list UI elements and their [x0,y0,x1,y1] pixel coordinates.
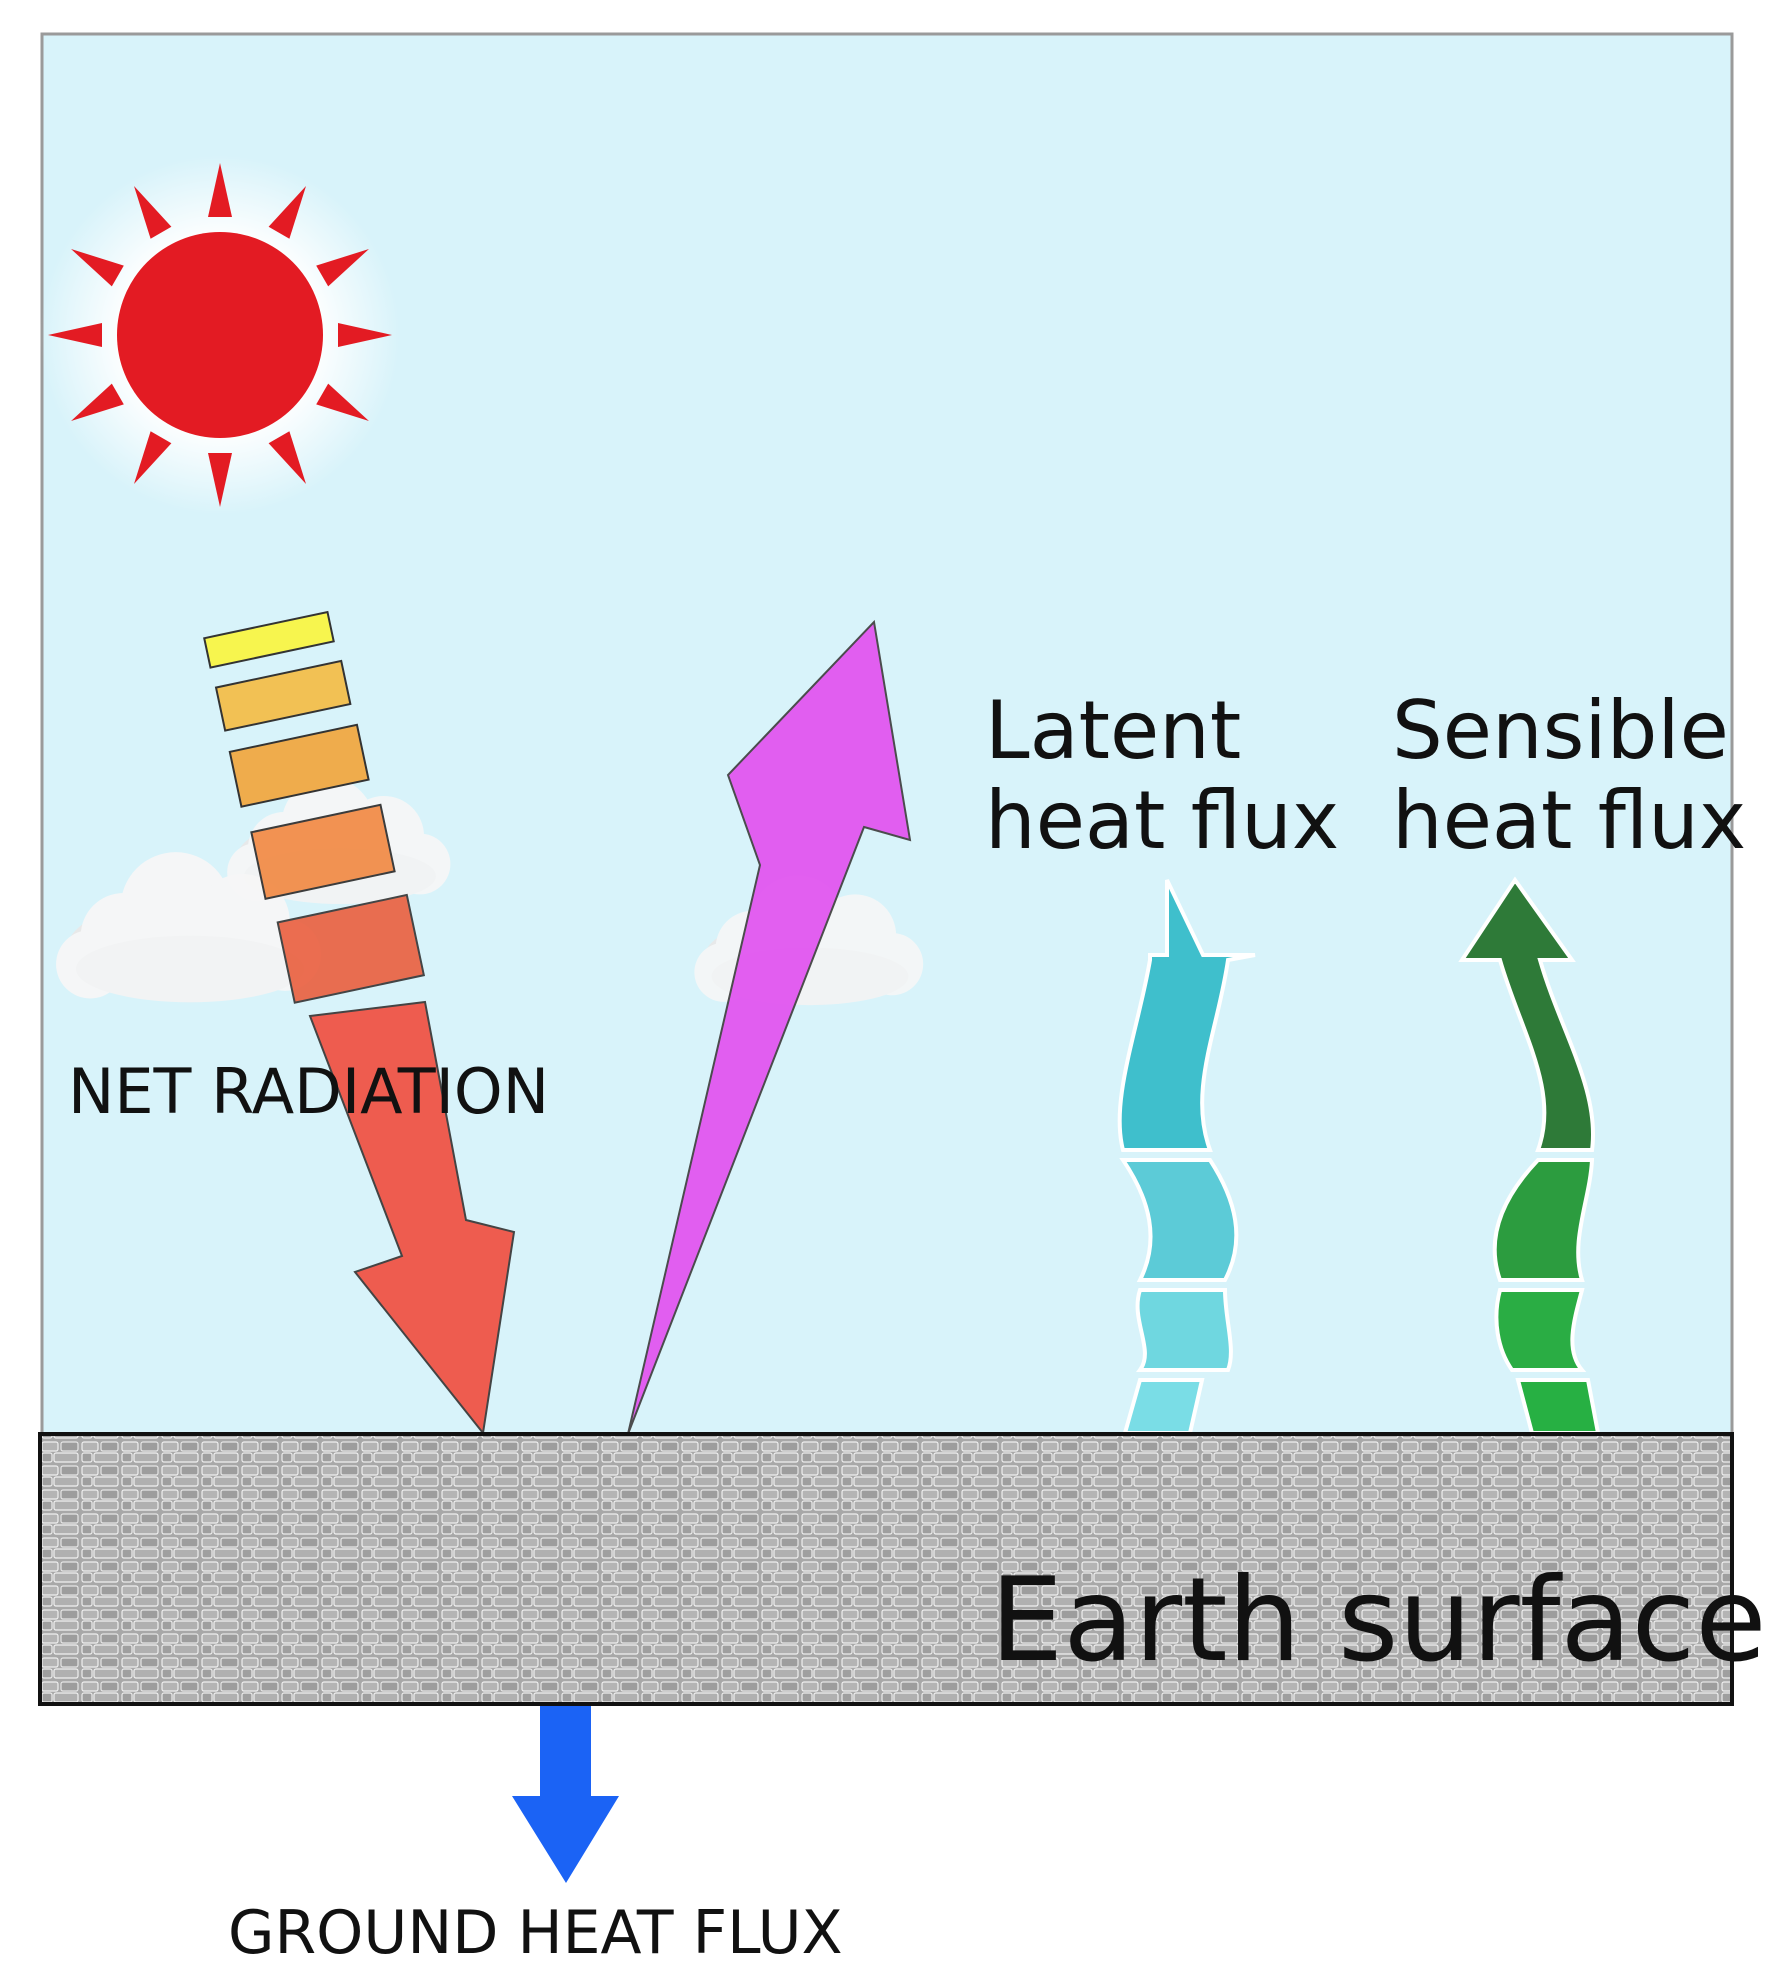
sun-icon [40,155,400,515]
earth-surface-label: Earth surface [990,1553,1767,1688]
ground-heat-flux-label: GROUND HEAT FLUX [228,1898,843,1968]
ground-heat-flux-arrow [512,1706,619,1883]
sensible-heat-flux-label-line2: heat flux [1392,774,1746,867]
sensible-heat-flux-label-line1: Sensible [1392,684,1729,777]
latent-heat-flux-label-line1: Latent [985,684,1241,777]
latent-heat-flux-label-line2: heat flux [985,774,1339,867]
net-radiation-label: NET RADIATION [68,1055,549,1128]
